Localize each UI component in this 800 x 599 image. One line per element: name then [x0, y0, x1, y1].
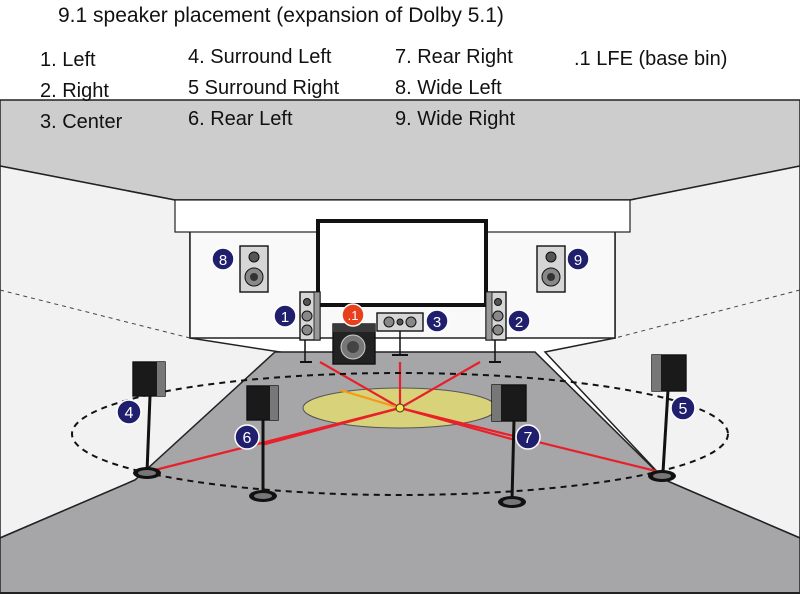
legend-column-2: 4. Surround Left 5 Surround Right 6. Rea…: [188, 42, 339, 135]
rear-right-speaker: [491, 384, 527, 508]
left-wall-guide: [0, 289, 191, 339]
badge-7: 7: [515, 424, 541, 450]
legend-item-right: 2. Right: [40, 80, 109, 102]
legend-item-rear-right: 7. Rear Right: [395, 46, 513, 68]
subwoofer: [332, 323, 376, 365]
svg-text:9: 9: [574, 252, 582, 269]
legend-item-surround-left: 4. Surround Left: [188, 46, 332, 68]
svg-text:7: 7: [524, 430, 533, 447]
badge-lfe: .1: [341, 303, 365, 327]
legend-item-center: 3. Center: [40, 111, 123, 133]
badge-4: 4: [116, 399, 142, 425]
legend-item-rear-left: 6. Rear Left: [188, 108, 293, 130]
svg-text:6: 6: [243, 430, 252, 447]
badge-6: 6: [234, 424, 260, 450]
svg-text:1: 1: [281, 309, 289, 326]
badge-8: 8: [211, 247, 235, 271]
svg-text:2: 2: [515, 314, 523, 331]
legend-item-lfe: .1 LFE (base bin): [574, 48, 728, 70]
wide-left-speaker: [239, 245, 269, 293]
beam-rear-right: [399, 406, 516, 442]
svg-text:5: 5: [679, 401, 688, 418]
center-speaker: [376, 312, 424, 356]
legend-column-4: .1 LFE (base bin): [574, 44, 727, 75]
rear-left-speaker: [246, 385, 279, 502]
left-speaker: [299, 291, 321, 363]
badge-3: 3: [425, 309, 449, 333]
soffit: [174, 199, 631, 233]
legend-column-1: 1. Left 2. Right 3. Center: [40, 45, 122, 138]
surround-left-speaker: [132, 361, 166, 479]
legend-column-3: 7. Rear Right 8. Wide Left 9. Wide Right: [395, 42, 515, 135]
badge-1: 1: [273, 304, 297, 328]
listener-position: [395, 403, 405, 413]
badge-5: 5: [670, 395, 696, 421]
beam-lfe: [339, 388, 401, 410]
svg-text:3: 3: [433, 314, 441, 331]
diagram-title: 9.1 speaker placement (expansion of Dolb…: [58, 4, 504, 27]
badge-2: 2: [507, 309, 531, 333]
svg-text:8: 8: [219, 252, 227, 269]
projection-screen: [316, 219, 488, 307]
wide-right-speaker: [536, 245, 566, 293]
floor: [0, 351, 800, 595]
right-speaker: [485, 291, 507, 363]
legend-item-wide-right: 9. Wide Right: [395, 108, 516, 130]
badge-9: 9: [566, 247, 590, 271]
legend-item-left: 1. Left: [40, 49, 96, 71]
surround-right-speaker: [648, 354, 687, 482]
svg-text:.1: .1: [348, 308, 359, 323]
beam-left: [319, 361, 401, 409]
legend-item-wide-left: 8. Wide Left: [395, 77, 502, 99]
listening-circle: [71, 372, 729, 496]
beam-right: [399, 361, 481, 409]
beam-rear-left: [261, 406, 401, 447]
svg-text:4: 4: [125, 405, 134, 422]
legend-item-surround-right: 5 Surround Right: [188, 77, 340, 99]
